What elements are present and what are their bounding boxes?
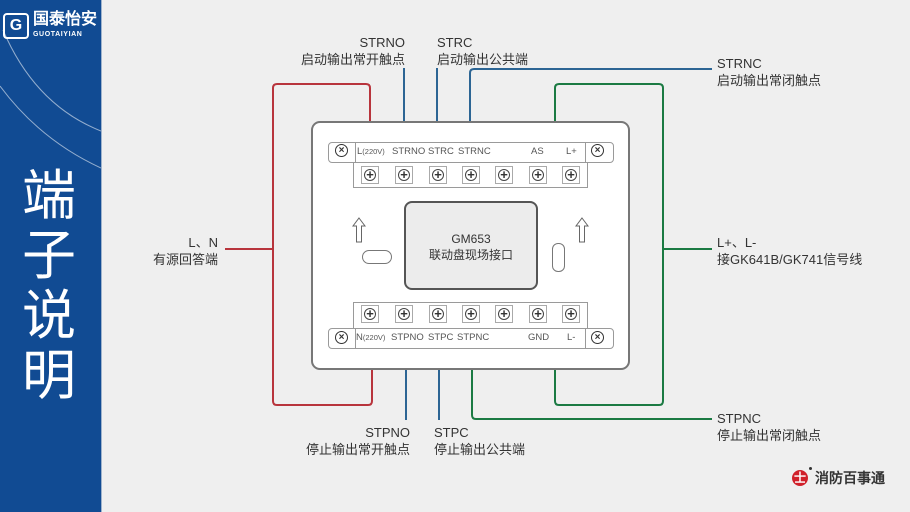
terminal-label-text: L [357, 146, 363, 157]
brand-name-en: GUOTAIYIAN [33, 31, 83, 38]
terminal-screw-icon [429, 166, 447, 184]
bottom-label-bar [328, 328, 614, 349]
fire-safety-logo-icon: 士 [792, 470, 808, 486]
callout-stpc: STPC 停止输出公共端 [434, 424, 525, 458]
callout-desc: 停止输出公共端 [434, 442, 526, 457]
mounting-screw-icon: × [591, 144, 604, 157]
terminal-label-gnd: GND [528, 332, 550, 343]
arc-line [2, 29, 101, 132]
callout-desc: 有源回答端 [152, 252, 218, 267]
callout-stpnc: STPNC 停止输出常闭触点 [717, 410, 821, 444]
page-title: 端 子 说 明 [18, 166, 80, 406]
brand-name-cn: 国泰怡安 [33, 11, 98, 28]
terminal-screw-icon [562, 305, 580, 323]
mounting-screw-icon: × [335, 144, 348, 157]
terminal-label-stpno: STPNO [391, 332, 424, 343]
terminal-screw-icon [562, 166, 580, 184]
callout-stpno: STPNO 停止输出常开触点 [306, 424, 410, 458]
mounting-slot-vertical [552, 243, 565, 272]
callout-desc: 启动输出常闭触点 [717, 73, 822, 88]
callout-desc: 停止输出常闭触点 [717, 428, 822, 443]
terminal-label-lplus: L+ [566, 146, 577, 157]
arrow-up-icon [352, 217, 366, 243]
terminal-label-stpnc: STPNC [457, 332, 490, 343]
terminal-label-lminus: L- [567, 332, 576, 343]
callout-code: STRNC [717, 56, 762, 71]
gt-logo-icon: G [3, 13, 29, 39]
callout-code: STRC [437, 35, 473, 50]
terminal-label-strnc: STRNC [458, 146, 491, 157]
arc-line [0, 85, 101, 169]
callout-desc: 接GK641B/GK741信号线 [717, 252, 863, 267]
decorative-arcs [0, 29, 101, 169]
callout-strc: STRC 启动输出公共端 [437, 34, 528, 68]
terminal-screw-icon [395, 305, 413, 323]
wire-l-n [272, 83, 373, 406]
sidebar: G 国泰怡安 GUOTAIYIAN 端 子 说 明 [0, 0, 102, 512]
wire-stpnc [471, 368, 712, 420]
field-interface-module: GM653 联动盘现场接口 [404, 201, 538, 290]
wire-lplus-lminus [554, 83, 664, 406]
terminal-screw-icon [361, 166, 379, 184]
mounting-screw-icon: × [591, 331, 604, 344]
wire-strnc [469, 68, 712, 121]
terminal-label-as: AS [531, 146, 544, 157]
terminal-screw-icon [529, 305, 547, 323]
terminal-label-l: L(220V) [357, 146, 385, 158]
terminal-screw-icon [529, 166, 547, 184]
callout-code: STPC [434, 425, 469, 440]
callout-desc: 启动输出公共端 [437, 52, 529, 67]
callout-code: L+、L- [717, 235, 757, 250]
terminal-screw-icon [495, 166, 513, 184]
terminal-label-sub: (220V) [362, 147, 385, 156]
arrow-up-icon [575, 217, 589, 243]
terminal-label-text: N [356, 332, 363, 343]
divider [355, 143, 356, 162]
divider [585, 329, 586, 348]
terminal-label-stpc: STPC [428, 332, 454, 343]
terminal-label-strc: STRC [428, 146, 454, 157]
callout-code: STPNC [717, 411, 762, 426]
registered-mark-icon [809, 467, 812, 470]
callout-strnc: STRNC 启动输出常闭触点 [717, 55, 821, 89]
callout-code: STRNO [359, 35, 406, 50]
callout-code: L、N [188, 235, 218, 250]
module-name: 联动盘现场接口 [428, 248, 513, 262]
callout-lplus-lminus: L+、L- 接GK641B/GK741信号线 [717, 234, 862, 268]
callout-strno: STRNO 启动输出常开触点 [301, 34, 405, 68]
page-title-char: 明 [22, 346, 76, 406]
callout-l-n: L、N 有源回答端 [153, 234, 218, 268]
terminal-screw-icon [395, 166, 413, 184]
terminal-screw-icon [361, 305, 379, 323]
top-label-bar [328, 142, 614, 163]
callout-desc: 启动输出常开触点 [300, 52, 405, 67]
footer-brand: 消防百事通 [815, 470, 885, 486]
page-title-char: 说 [22, 286, 76, 346]
page-title-char: 子 [22, 226, 76, 286]
terminal-screw-icon [462, 305, 480, 323]
divider [355, 329, 356, 348]
terminal-screw-icon [495, 305, 513, 323]
terminal-label-n: N(220V) [356, 332, 385, 344]
page-title-char: 端 [22, 166, 76, 226]
callout-desc: 停止输出常开触点 [305, 442, 410, 457]
terminal-label-sub: (220V) [362, 333, 386, 342]
terminal-screw-icon [429, 305, 447, 323]
module-model: GM653 [451, 232, 491, 246]
terminal-label-strno: STRNO [392, 146, 426, 157]
callout-code: STPNO [365, 425, 410, 440]
mounting-screw-icon: × [335, 331, 348, 344]
terminal-screw-icon [462, 166, 480, 184]
mounting-slot-horizontal [362, 250, 392, 264]
divider [585, 143, 586, 162]
